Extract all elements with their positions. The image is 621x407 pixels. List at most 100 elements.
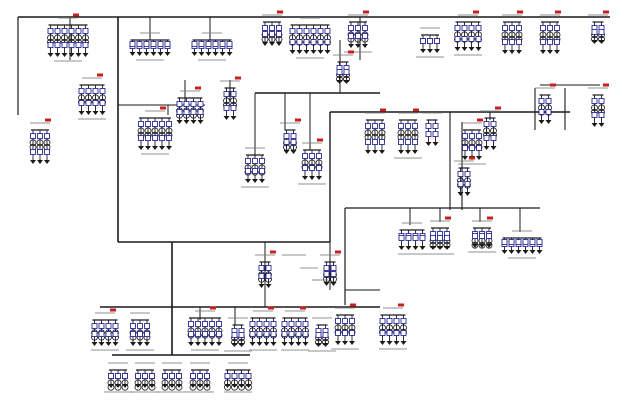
- load-arrow: [281, 342, 288, 346]
- load-arrow: [302, 342, 309, 346]
- load-arrow: [379, 341, 386, 345]
- load-arrow: [348, 44, 354, 48]
- load-arrow: [386, 341, 393, 345]
- load-arrow: [538, 120, 545, 124]
- breaker-symbol: [372, 139, 378, 145]
- load-arrow: [256, 342, 263, 346]
- transformer-winding: [364, 129, 372, 137]
- breaker-symbol: [365, 123, 371, 129]
- breaker-symbol: [61, 42, 68, 48]
- transformer-winding: [144, 127, 152, 135]
- load-arrow: [216, 342, 222, 346]
- fault-marker: [110, 308, 116, 312]
- breaker-symbol: [335, 318, 341, 324]
- transformer-winding: [501, 31, 509, 39]
- breaker-symbol: [30, 133, 36, 139]
- breaker-symbol: [336, 69, 343, 75]
- breaker-symbol: [461, 36, 468, 42]
- breaker-symbol: [223, 91, 230, 97]
- load-arrow: [591, 40, 598, 44]
- transformer-winding: [378, 129, 386, 137]
- breaker-symbol: [420, 38, 426, 44]
- fault-marker: [350, 303, 356, 307]
- breaker-symbol: [545, 109, 552, 115]
- breaker-symbol: [398, 139, 404, 145]
- breaker-symbol: [204, 373, 210, 379]
- load-arrow: [108, 384, 114, 388]
- breaker-symbol: [99, 100, 106, 106]
- breaker-symbol: [432, 123, 439, 129]
- fault-marker: [295, 118, 301, 122]
- breaker-symbol: [231, 332, 238, 338]
- breaker-symbol: [238, 332, 245, 338]
- breaker-symbol: [265, 265, 272, 271]
- breaker-symbol: [536, 239, 543, 245]
- breaker-symbol: [462, 133, 468, 139]
- breaker-symbol: [258, 265, 265, 271]
- breaker-symbol: [144, 331, 150, 337]
- breaker-symbol: [54, 28, 61, 34]
- breaker-symbol: [256, 321, 263, 327]
- load-arrow: [461, 47, 468, 51]
- breaker-symbol: [263, 321, 270, 327]
- load-arrow: [98, 342, 105, 346]
- load-arrow: [238, 343, 245, 347]
- load-arrow: [379, 150, 385, 154]
- breaker-symbol: [323, 265, 330, 271]
- transformer-winding: [75, 34, 82, 42]
- breaker-symbol: [259, 168, 265, 174]
- load-arrow: [162, 384, 168, 388]
- load-arrow: [355, 44, 361, 48]
- breaker-symbol: [99, 88, 106, 94]
- load-arrow: [427, 49, 433, 53]
- load-arrow: [190, 384, 196, 388]
- load-arrow: [502, 50, 508, 54]
- breaker-symbol: [47, 28, 54, 34]
- breaker-symbol: [454, 36, 461, 42]
- load-arrow: [230, 116, 237, 120]
- breaker-symbol: [598, 98, 605, 104]
- breaker-symbol: [362, 33, 368, 39]
- breaker-symbol: [157, 41, 164, 47]
- breaker-symbol: [197, 101, 204, 107]
- load-arrow: [145, 146, 151, 150]
- transformer-winding: [478, 241, 486, 249]
- breaker-symbol: [289, 39, 296, 45]
- fault-marker: [555, 10, 561, 14]
- breaker-symbol: [252, 158, 258, 164]
- breaker-symbol: [591, 98, 598, 104]
- load-arrow: [430, 246, 436, 250]
- load-arrow: [598, 40, 605, 44]
- breaker-symbol: [317, 28, 324, 34]
- load-arrow: [47, 53, 54, 57]
- breaker-symbol: [379, 318, 386, 324]
- load-arrow: [547, 50, 553, 54]
- breaker-symbol: [219, 41, 226, 47]
- load-arrow: [289, 50, 296, 54]
- breaker-symbol: [262, 25, 268, 31]
- breaker-symbol: [483, 135, 490, 141]
- breaker-symbol: [105, 323, 112, 329]
- breaker-symbol: [502, 39, 508, 45]
- breaker-symbol: [152, 135, 158, 141]
- breaker-symbol: [197, 373, 203, 379]
- transformer-winding: [137, 127, 145, 135]
- transformer-winding: [47, 34, 54, 42]
- breaker-symbol: [108, 373, 114, 379]
- breaker-symbol: [468, 25, 475, 31]
- load-arrow: [82, 53, 89, 57]
- load-arrow: [37, 160, 43, 164]
- breaker-symbol: [195, 331, 201, 337]
- load-arrow: [310, 50, 317, 54]
- load-arrow: [283, 150, 290, 154]
- load-arrow: [322, 343, 329, 347]
- load-arrow: [536, 250, 543, 254]
- breaker-symbol: [302, 165, 308, 171]
- load-arrow: [365, 150, 371, 154]
- load-arrow: [245, 384, 252, 388]
- load-arrow: [296, 50, 303, 54]
- breaker-symbol: [47, 42, 54, 48]
- breaker-symbol: [238, 373, 245, 379]
- transformer-winding: [553, 31, 561, 39]
- breaker-symbol: [143, 41, 150, 47]
